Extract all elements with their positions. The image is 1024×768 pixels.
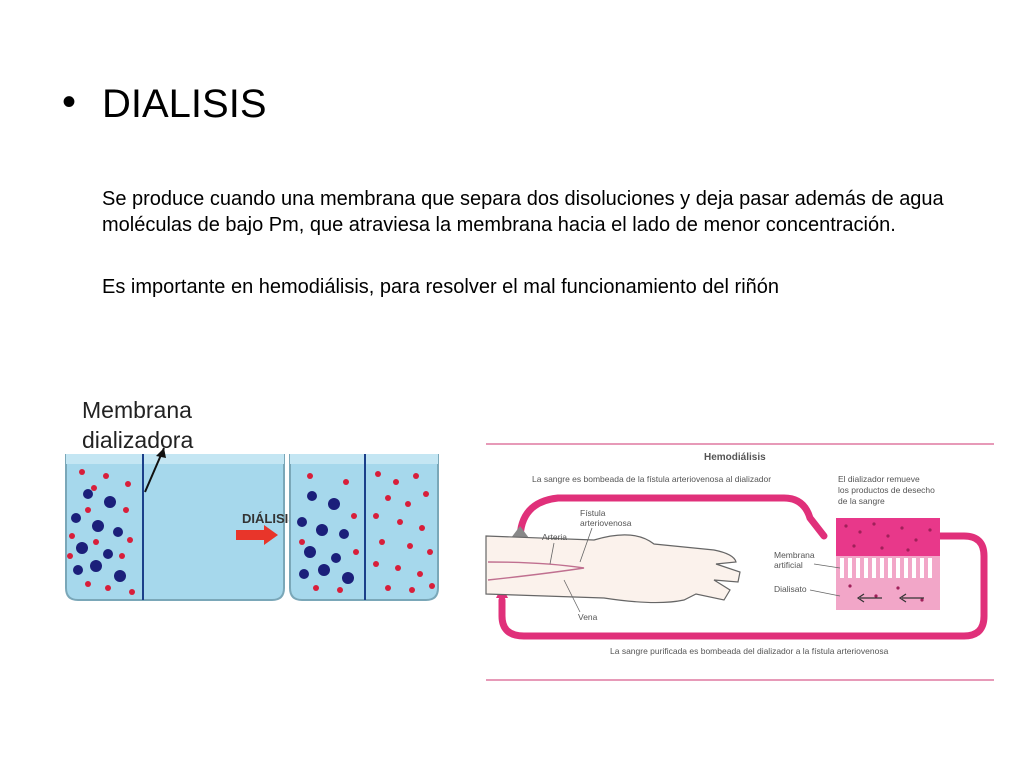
hemodialysis-figure: Hemodiálisis La sangre es bombeada de la… <box>485 443 994 681</box>
membrane-label-line1: Membrana <box>82 397 192 423</box>
dialysis-arrow <box>236 525 278 545</box>
label-membrana-line2: artificial <box>774 560 803 570</box>
dialysis-arrow-label: DIÁLISIS <box>242 511 297 526</box>
right-caption-line1: El dializador remueve <box>838 474 920 484</box>
top-caption: La sangre es bombeada de la fístula arte… <box>532 474 771 484</box>
blood-tube-loop <box>498 494 988 640</box>
dialyzer <box>836 518 940 610</box>
right-caption-line3: de la sangre <box>838 496 885 506</box>
arm <box>485 534 741 604</box>
definition-paragraph: Se produce cuando una membrana que separ… <box>102 188 944 236</box>
dialysis-beakers-figure: Membrana dializadora DIÁLISIS <box>65 397 439 601</box>
membrane-label-line2: dializadora <box>82 427 193 453</box>
label-fistula-line1: Fístula <box>580 508 606 518</box>
label-membrana-line1: Membrana <box>774 550 815 560</box>
hemodialysis-title: Hemodiálisis <box>704 452 766 463</box>
label-arteria: Arteria <box>542 532 567 542</box>
label-dialisato: Dialisato <box>774 584 807 594</box>
slide-title: DIALISIS <box>102 82 267 126</box>
right-caption-line2: los productos de desecho <box>838 485 935 495</box>
label-fistula-line2: arteriovenosa <box>580 518 632 528</box>
arm-vessels <box>487 561 585 581</box>
label-vena: Vena <box>578 612 598 622</box>
bottom-caption: La sangre purificada es bombeada del dia… <box>610 646 889 656</box>
importance-paragraph: Es importante en hemodiálisis, para reso… <box>102 276 780 298</box>
beaker-before <box>65 447 285 601</box>
slide-bullet: • <box>62 80 77 124</box>
beaker-after <box>289 454 439 601</box>
